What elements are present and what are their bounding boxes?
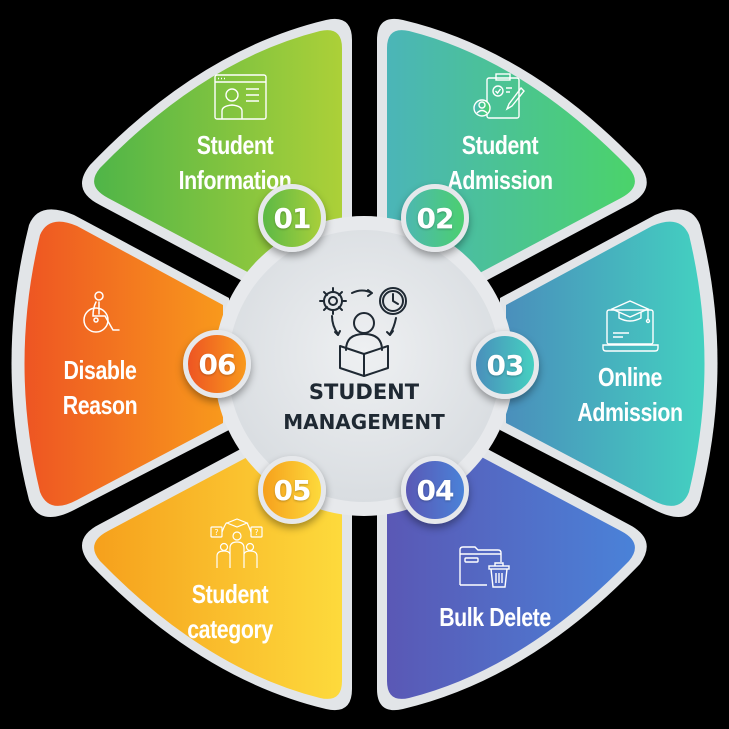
badge-03[interactable]: 03 bbox=[471, 331, 539, 399]
segment-02-line2: Admission bbox=[447, 165, 553, 195]
wheelchair-person-icon bbox=[83, 291, 120, 333]
clipboard-check-pen-user-icon bbox=[473, 73, 525, 119]
center-title-line1: STUDENT bbox=[308, 380, 420, 404]
badge-05[interactable]: 05 bbox=[258, 456, 326, 524]
badge-06[interactable]: 06 bbox=[183, 330, 251, 398]
laptop-graduation-cap-icon bbox=[602, 300, 659, 352]
badge-04[interactable]: 04 bbox=[401, 456, 469, 524]
group-questions-graduation-icon: ? ? bbox=[210, 518, 263, 568]
badge-02[interactable]: 02 bbox=[401, 184, 469, 252]
segment-02-label: Student Admission bbox=[434, 128, 565, 198]
segment-05-line1: Student bbox=[191, 579, 269, 609]
segment-06-disable-reason[interactable] bbox=[11, 209, 230, 518]
badge-01[interactable]: 01 bbox=[258, 184, 326, 252]
svg-text:?: ? bbox=[254, 528, 258, 537]
student-gear-clock-book-icon bbox=[319, 287, 407, 377]
student-profile-window-icon bbox=[214, 74, 267, 120]
svg-text:?: ? bbox=[214, 528, 218, 537]
segment-05-label: Student category bbox=[169, 577, 292, 647]
segment-03-line2: Admission bbox=[577, 397, 683, 427]
segment-03-line1: Online bbox=[598, 362, 662, 392]
segment-03-label: Online Admission bbox=[564, 360, 695, 430]
segment-06-line2: Reason bbox=[62, 390, 138, 420]
segment-04-line1: Bulk Delete bbox=[439, 602, 551, 632]
center-title: STUDENT MANAGEMENT bbox=[264, 377, 464, 437]
segment-06-label: Disable Reason bbox=[39, 353, 162, 423]
segment-01-line1: Student bbox=[196, 130, 274, 160]
segment-06-line1: Disable bbox=[63, 355, 137, 385]
segment-03-online-admission[interactable] bbox=[500, 209, 718, 518]
folder-trash-icon bbox=[459, 546, 510, 588]
segment-02-line1: Student bbox=[461, 130, 539, 160]
segment-04-label: Bulk Delete bbox=[425, 600, 564, 635]
segment-05-line2: category bbox=[187, 614, 273, 644]
center-title-line2: MANAGEMENT bbox=[283, 410, 445, 434]
